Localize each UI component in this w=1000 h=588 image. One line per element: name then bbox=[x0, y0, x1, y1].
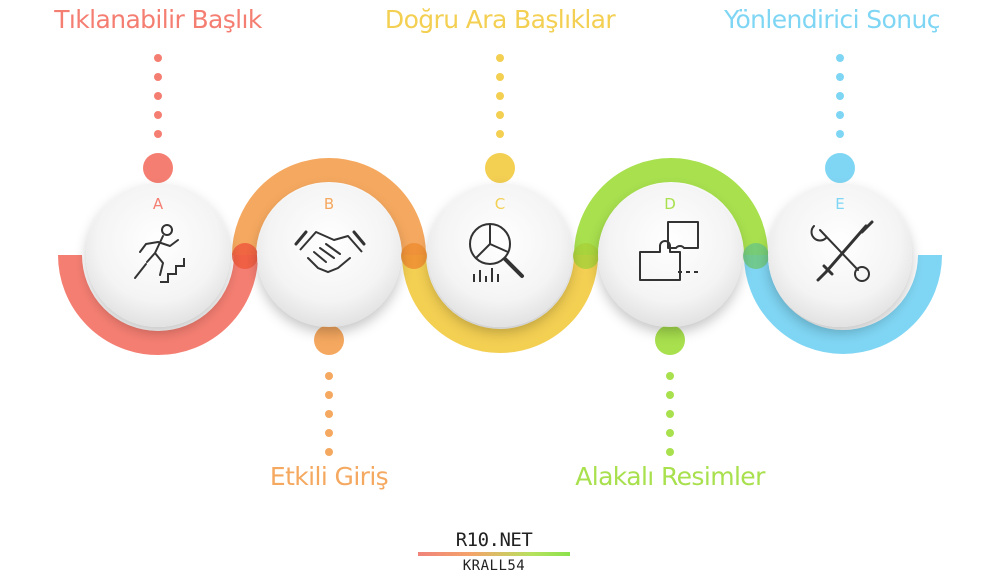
dotted-line-dot bbox=[496, 54, 504, 62]
dotted-line-dot bbox=[325, 448, 333, 456]
dotted-line-dot bbox=[666, 391, 674, 399]
junction-ab bbox=[232, 243, 258, 269]
connector-dot-a bbox=[143, 153, 173, 183]
footer: R10.NET KRALL54 bbox=[418, 529, 570, 574]
step-letter: C bbox=[495, 195, 505, 213]
step-disc-c: C bbox=[428, 183, 572, 327]
dotted-line-dot bbox=[836, 130, 844, 138]
step-disc-b: B bbox=[257, 183, 401, 327]
disc-circle bbox=[598, 183, 742, 327]
ring-segments bbox=[58, 158, 942, 355]
dotted-line-dot bbox=[325, 391, 333, 399]
ring-a bbox=[58, 254, 258, 355]
climbing-stairs-icon bbox=[134, 224, 185, 283]
dotted-line-dot bbox=[154, 92, 162, 100]
step-disc-a: A bbox=[86, 183, 230, 327]
dotted-line-dot bbox=[154, 130, 162, 138]
dotted-line-dot bbox=[836, 92, 844, 100]
step-letter: E bbox=[835, 195, 844, 213]
dotted-line-dot bbox=[154, 73, 162, 81]
step-title-b: Etkili Giriş bbox=[269, 462, 389, 491]
dotted-line-dot bbox=[666, 448, 674, 456]
tools-icon bbox=[810, 220, 874, 282]
footer-user: KRALL54 bbox=[462, 558, 526, 574]
connector-dot-c bbox=[485, 153, 515, 183]
step-letter: D bbox=[664, 195, 676, 213]
junction-cd bbox=[573, 243, 599, 269]
dotted-line-dot bbox=[666, 372, 674, 380]
connector-dot-b bbox=[314, 325, 344, 355]
dotted-line-dot bbox=[496, 73, 504, 81]
connectors bbox=[143, 54, 855, 456]
dotted-line-dot bbox=[496, 92, 504, 100]
footer-site: R10.NET bbox=[455, 529, 533, 551]
discs: A B C D E bbox=[86, 183, 912, 327]
dotted-line-dot bbox=[325, 372, 333, 380]
ring-c bbox=[402, 254, 598, 353]
step-letter: A bbox=[153, 195, 164, 213]
step-disc-d: D bbox=[598, 183, 742, 327]
step-letter: B bbox=[324, 195, 334, 213]
step-disc-e: E bbox=[768, 183, 912, 327]
dotted-line-dot bbox=[154, 111, 162, 119]
ring-d bbox=[574, 158, 768, 256]
step-title-a: Tıklanabilir Başlık bbox=[54, 5, 262, 34]
dotted-line-dot bbox=[496, 111, 504, 119]
dotted-line-dot bbox=[496, 130, 504, 138]
step-title-d: Alakalı Resimler bbox=[575, 462, 765, 491]
dotted-line-dot bbox=[325, 429, 333, 437]
dotted-line-dot bbox=[836, 54, 844, 62]
chart-magnifier-icon bbox=[469, 223, 524, 282]
ring-e bbox=[744, 254, 942, 354]
disc-circle bbox=[86, 183, 230, 327]
footer-gradient-bar bbox=[418, 552, 570, 556]
disc-circle bbox=[428, 183, 572, 327]
dotted-line-dot bbox=[836, 111, 844, 119]
junction-de bbox=[743, 243, 769, 269]
step-title-c: Doğru Ara Başlıklar bbox=[384, 5, 616, 34]
puzzle-icon bbox=[639, 221, 699, 281]
connector-dot-e bbox=[825, 153, 855, 183]
dotted-line-dot bbox=[666, 410, 674, 418]
dotted-line-dot bbox=[836, 73, 844, 81]
dotted-line-dot bbox=[666, 429, 674, 437]
ring-b bbox=[232, 158, 426, 256]
junction-bc bbox=[401, 243, 427, 269]
step-title-e: Yönlendirici Sonuç bbox=[724, 5, 940, 34]
handshake-icon bbox=[294, 230, 366, 274]
dotted-line-dot bbox=[154, 54, 162, 62]
connector-dot-d bbox=[655, 325, 685, 355]
dotted-line-dot bbox=[325, 410, 333, 418]
